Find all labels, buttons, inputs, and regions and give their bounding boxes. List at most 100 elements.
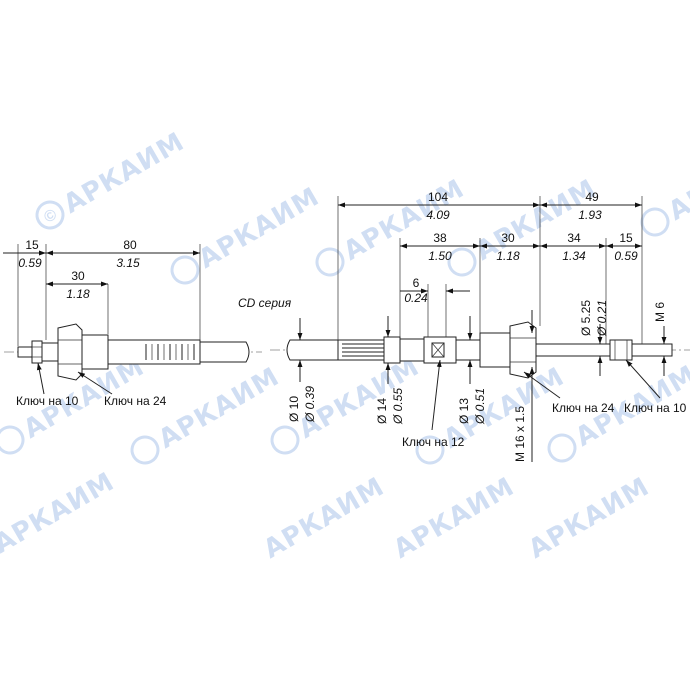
dim-value: 30 xyxy=(501,231,515,245)
left-shaft xyxy=(107,339,201,365)
dim-value-inch: 1.34 xyxy=(562,249,586,263)
right-dim-34: 34 1.34 xyxy=(540,231,606,263)
right-thread-m6-dim: M 6 xyxy=(653,302,667,376)
left-view: 15 0.59 80 3.15 30 1.18 Ключ на 10 Ключ … xyxy=(3,238,262,408)
watermark-5: АРКАИМ xyxy=(640,134,690,237)
right-slotted-section xyxy=(337,339,385,361)
callout-label: Ключ на 24 xyxy=(104,394,167,408)
dim-value: 80 xyxy=(123,238,137,252)
right-thread-m16 xyxy=(479,332,511,368)
left-extension-lines xyxy=(17,244,201,346)
left-dim-80: 80 3.15 xyxy=(46,238,200,270)
callout-label: Ключ на 12 xyxy=(402,435,465,449)
right-small-nut xyxy=(609,339,633,361)
dia-value: Ø 13 xyxy=(457,398,471,424)
left-dim-15: 15 0.59 xyxy=(3,238,46,270)
dim-value-inch: 0.24 xyxy=(404,291,428,305)
watermark-text: АРКАИМ xyxy=(0,467,120,560)
dim-value: 38 xyxy=(433,231,447,245)
watermark-12: АРКАИМ xyxy=(259,472,390,565)
right-slots xyxy=(342,343,384,357)
left-small-nut xyxy=(31,340,43,364)
right-extension-lines xyxy=(337,196,643,344)
series-label: CD серия xyxy=(238,296,292,310)
dia-value-inch: Ø 0.21 xyxy=(595,300,609,337)
right-dim-6: 6 0.24 xyxy=(400,276,470,305)
right-dim-38: 38 1.50 xyxy=(400,231,480,263)
watermark-1: © АРКАИМ xyxy=(35,127,190,230)
dia-value: Ø 10 xyxy=(287,396,301,422)
right-neck xyxy=(455,339,481,361)
dia-value-inch: Ø 0.55 xyxy=(391,388,405,425)
dim-value: 34 xyxy=(567,231,581,245)
watermark-text: АРКАИМ xyxy=(194,182,325,275)
right-hex-nut xyxy=(509,321,537,379)
watermark-13: АРКАИМ xyxy=(389,472,520,565)
dia-value-inch: Ø 0.51 xyxy=(473,388,487,425)
right-stem xyxy=(535,343,611,357)
dim-value-inch: 1.18 xyxy=(496,249,520,263)
dim-value-inch: 1.18 xyxy=(66,287,90,301)
callout-label: Ключ на 10 xyxy=(624,401,687,415)
watermark-7: АРКАИМ xyxy=(130,362,285,465)
right-callout-key24: Ключ на 24 xyxy=(523,371,615,415)
watermark-text: АРКАИМ xyxy=(524,472,655,565)
watermark-2: АРКАИМ xyxy=(170,182,325,285)
dia-value: Ø 14 xyxy=(375,398,389,424)
dim-value: 30 xyxy=(71,269,85,283)
watermark-4: АРКАИМ xyxy=(447,174,602,277)
left-slots xyxy=(145,344,195,360)
right-body xyxy=(399,338,425,362)
dia-value: Ø 5.25 xyxy=(579,300,593,336)
dim-value-inch: 4.09 xyxy=(426,208,450,222)
dim-value-inch: 1.50 xyxy=(428,249,452,263)
right-callout-key12: Ключ на 12 xyxy=(402,359,465,449)
left-hex-nut xyxy=(57,323,83,381)
thread-value: M 6 xyxy=(653,302,667,322)
watermark-text: АРКАИМ xyxy=(59,127,190,220)
right-heater-tip xyxy=(286,339,339,361)
right-view: CD серия xyxy=(238,190,690,462)
dim-value-inch: 0.59 xyxy=(614,249,638,263)
left-callout-key24: Ключ на 24 xyxy=(77,371,167,408)
dim-value-inch: 3.15 xyxy=(116,256,140,270)
watermark-11: АРКАИМ xyxy=(0,467,120,560)
right-dia-13: Ø 13 Ø 0.51 xyxy=(457,316,487,425)
dim-value-inch: 0.59 xyxy=(18,256,42,270)
right-dim-30: 30 1.18 xyxy=(480,231,540,263)
dim-value: 104 xyxy=(428,190,448,204)
dim-value-inch: 1.93 xyxy=(578,208,602,222)
right-dia-5-25: Ø 5.25 Ø 0.21 xyxy=(579,300,609,376)
left-stem xyxy=(41,342,59,362)
watermark-9: АРКАИМ xyxy=(415,362,570,465)
watermark-text: АРКАИМ xyxy=(664,134,690,227)
watermark-text: АРКАИМ xyxy=(259,472,390,565)
right-dim-104: 104 4.09 xyxy=(338,190,540,222)
right-callout-key10: Ключ на 10 xyxy=(624,359,687,415)
right-thread-m16-dim: M 16 x 1.5 xyxy=(513,310,535,462)
callout-label: Ключ на 10 xyxy=(16,394,79,408)
dim-value: 6 xyxy=(413,276,420,290)
watermark-14: АРКАИМ xyxy=(524,472,655,565)
thread-value: M 16 x 1.5 xyxy=(513,406,527,462)
watermark-text: АРКАИМ xyxy=(154,362,285,455)
right-collar xyxy=(383,336,401,364)
right-dia-10: Ø 10 Ø 0.39 xyxy=(287,318,317,423)
watermark-text: АРКАИМ xyxy=(389,472,520,565)
callout-label: Ключ на 24 xyxy=(552,401,615,415)
dim-value: 15 xyxy=(619,231,633,245)
right-dim-49: 49 1.93 xyxy=(540,190,642,222)
left-thread-body xyxy=(81,334,109,370)
dim-value: 49 xyxy=(585,190,599,204)
right-dim-15: 15 0.59 xyxy=(606,231,642,263)
left-heater-tip xyxy=(199,341,250,363)
dim-value: 15 xyxy=(25,238,39,252)
left-terminal-stud xyxy=(17,346,33,358)
dia-value-inch: Ø 0.39 xyxy=(303,386,317,423)
left-dim-30: 30 1.18 xyxy=(46,269,108,301)
right-terminal-stud xyxy=(631,343,673,357)
svg-text:©: © xyxy=(41,206,60,227)
left-callout-key10: Ключ на 10 xyxy=(16,362,79,408)
right-dia-14: Ø 14 Ø 0.55 xyxy=(375,316,405,425)
